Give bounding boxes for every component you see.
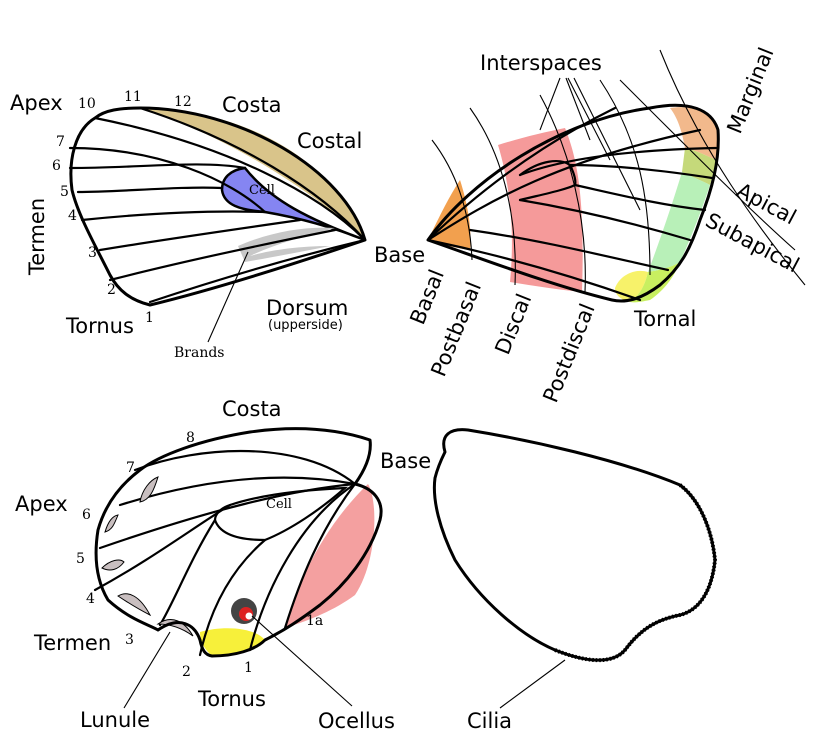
label-cell: Cell — [249, 183, 275, 198]
label-costal: Costal — [297, 129, 362, 153]
hind-vein-3: 3 — [125, 632, 134, 648]
forewing-regions-panel: Interspaces Marginal Apical Subapical Ba… — [405, 44, 806, 406]
brands-patch — [238, 227, 335, 262]
vein-12: 12 — [174, 94, 192, 110]
discal-cell — [220, 166, 366, 242]
lunule-7 — [139, 476, 159, 503]
vein-3: 3 — [88, 245, 97, 261]
hind-label-lunule: Lunule — [80, 708, 150, 732]
label-interspaces: Interspaces — [480, 51, 602, 75]
label-postdiscal: Postdiscal — [538, 300, 599, 406]
costal-band — [140, 108, 365, 240]
forewing-veins-panel: Apex Costa Costal Cell Termen Base Tornu… — [10, 89, 425, 361]
lunule-5 — [101, 559, 125, 571]
forewing-regions-outline — [426, 103, 720, 303]
region-subapical — [648, 172, 710, 272]
hind-vein-7: 7 — [126, 460, 135, 476]
label-dorsum-note: (upperside) — [268, 318, 343, 333]
hind-label-tornus: Tornus — [197, 687, 266, 711]
region-discal — [498, 128, 583, 292]
hind-label-base: Base — [380, 449, 431, 473]
hindwing-panel: Costa Base Apex Cell Termen Tornus Lunul… — [15, 397, 431, 733]
label-apical: Apical — [733, 178, 801, 229]
hind-vein-8: 8 — [186, 430, 195, 446]
ocellus-highlight — [245, 612, 253, 620]
hind-vein-4: 4 — [86, 591, 95, 607]
vein-11: 11 — [124, 89, 142, 105]
hind-label-termen: Termen — [33, 631, 111, 655]
cilia-fringe — [554, 483, 718, 663]
lunule-4 — [117, 593, 152, 617]
lunule-6 — [104, 514, 119, 533]
label-base: Base — [374, 243, 425, 267]
hindwing-plain-outline — [432, 428, 717, 662]
label-apex: Apex — [10, 91, 63, 115]
vein-1: 1 — [145, 310, 154, 326]
hind-label-apex: Apex — [15, 492, 68, 516]
hind-vein-6: 6 — [82, 507, 91, 523]
forewing-outline — [69, 106, 367, 307]
hindwing-outline-panel: Cilia — [432, 428, 718, 733]
region-marginal — [670, 107, 718, 160]
label-tornus: Tornus — [65, 314, 134, 338]
label-brands: Brands — [174, 345, 225, 361]
label-discal: Discal — [490, 290, 536, 358]
hind-vein-2: 2 — [182, 664, 191, 680]
hind-vein-5: 5 — [76, 551, 85, 567]
hind-vein-1: 1 — [244, 660, 253, 676]
region-tornal-green — [630, 262, 680, 303]
vein-10: 10 — [78, 96, 96, 112]
vein-2: 2 — [107, 282, 116, 298]
vein-5: 5 — [60, 184, 69, 200]
label-tornal: Tornal — [633, 307, 696, 331]
label-basal: Basal — [405, 266, 449, 328]
hind-vein-1a: 1a — [306, 613, 323, 629]
hind-label-ocellus: Ocellus — [318, 709, 395, 733]
hind-discal-zone — [285, 484, 375, 628]
label-dorsum: Dorsum — [266, 296, 348, 320]
hindwing-outline — [94, 427, 383, 658]
label-termen: Termen — [25, 198, 49, 276]
label-cilia: Cilia — [467, 709, 512, 733]
label-costa: Costa — [222, 93, 282, 117]
hind-label-cell: Cell — [266, 497, 292, 512]
vein-6: 6 — [52, 158, 61, 174]
label-marginal: Marginal — [722, 44, 778, 137]
hind-label-costa: Costa — [222, 397, 282, 421]
vein-7: 7 — [56, 134, 65, 150]
vein-4: 4 — [68, 208, 77, 224]
